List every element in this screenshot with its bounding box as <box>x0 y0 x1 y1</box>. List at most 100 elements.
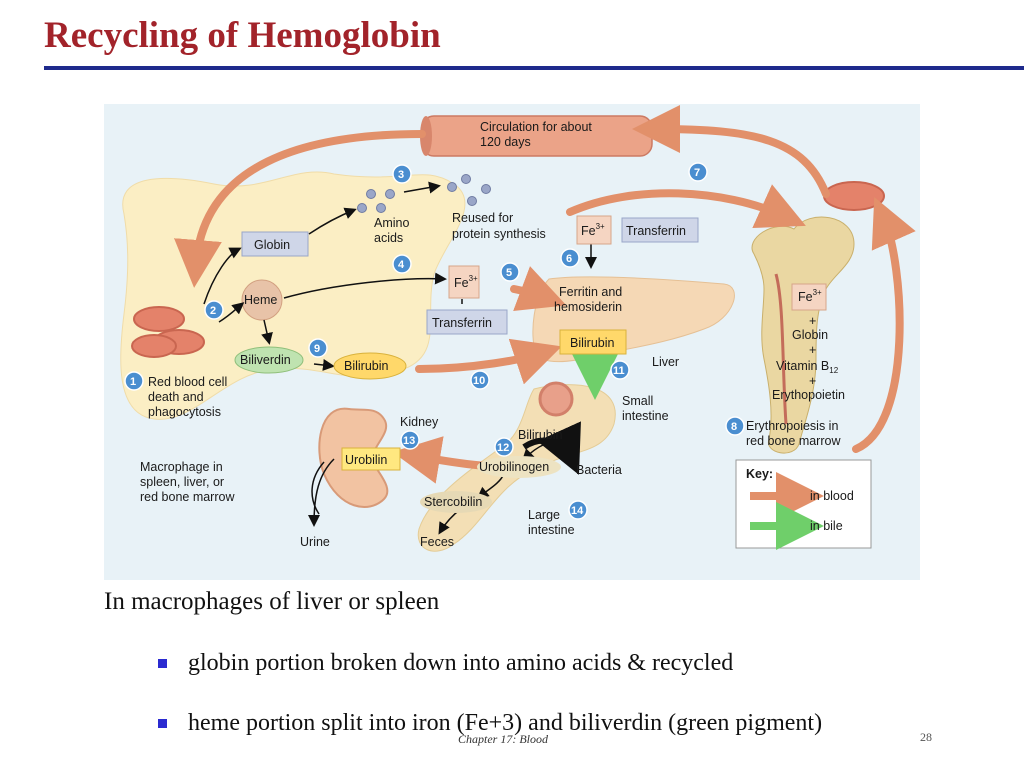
amino-acid-dots <box>357 174 491 213</box>
plus-1: + <box>809 314 816 328</box>
urobilin-box <box>341 447 401 471</box>
transferrin-box-macrophage <box>426 309 508 335</box>
bone-marrow <box>774 273 788 425</box>
svg-text:9: 9 <box>314 343 320 355</box>
bacteria-arrow <box>522 421 581 475</box>
fe-label-blood: Fe3+ <box>581 222 605 238</box>
svg-text:14: 14 <box>571 505 584 517</box>
amino-acids-label-2: acids <box>374 231 403 245</box>
svg-text:10: 10 <box>473 375 485 387</box>
step-badge-2: 2 <box>204 300 224 320</box>
macrophage-label-1: Macrophage in <box>140 460 223 474</box>
transferrin-box-blood <box>621 217 699 243</box>
bilirubin-label: Bilirubin <box>344 359 389 373</box>
plus-3: + <box>809 374 816 388</box>
svg-text:6: 6 <box>566 253 572 265</box>
blood-arrows <box>174 105 916 484</box>
key-blood-label: in blood <box>810 489 854 503</box>
step-badge-5: 5 <box>500 262 520 282</box>
erythropoiesis-label-1: Erythropoiesis in <box>746 419 838 433</box>
rbc-label-2: death and <box>148 390 204 404</box>
page-number: 28 <box>920 730 932 744</box>
heme-label: Heme <box>244 293 277 307</box>
step-badge-12: 12 <box>494 437 514 457</box>
urobilinogen-label: Urobilinogen <box>479 460 549 474</box>
reused-label-2: protein synthesis <box>452 227 546 241</box>
globin-label: Globin <box>254 238 290 252</box>
vitamin-label: Vitamin B12 <box>776 359 839 375</box>
fe-box-blood <box>576 215 612 245</box>
fe-box-macrophage <box>448 265 480 299</box>
svg-text:13: 13 <box>403 435 415 447</box>
hemoglobin-recycling-diagram: Circulation for about 120 days Globin Am… <box>104 104 920 580</box>
urobilin-label: Urobilin <box>345 453 387 467</box>
ferritin-label-1: Ferritin and <box>559 285 622 299</box>
small-intestine-label-1: Small <box>622 394 653 408</box>
large-intestine-label-1: Large <box>528 508 560 522</box>
erythropoietin-label: Erythopoietin <box>772 388 845 402</box>
slide-footer: Chapter 17: Blood <box>458 732 548 746</box>
plus-2: + <box>809 343 816 357</box>
fe-box-bone <box>791 283 827 311</box>
macrophage-label-2: spleen, liver, or <box>140 475 224 489</box>
large-intestine-label-2: intestine <box>528 523 575 537</box>
fe-label-macrophage: Fe3+ <box>454 274 478 290</box>
step-badge-13: 13 <box>400 430 420 450</box>
transferrin-label-macrophage: Transferrin <box>432 316 492 330</box>
circulation-label-2: 120 days <box>480 135 531 149</box>
step-badge-4: 4 <box>392 254 412 274</box>
rbc-circulating <box>823 181 885 211</box>
rbc-label-1: Red blood cell <box>148 375 227 389</box>
svg-text:3: 3 <box>398 169 404 181</box>
rbc-label-3: phagocytosis <box>148 405 221 419</box>
urine-label: Urine <box>300 535 330 549</box>
svg-text:12: 12 <box>497 442 509 454</box>
stercobilin-oval <box>420 491 492 513</box>
bullet-square-icon <box>158 719 167 728</box>
step-badge-10: 10 <box>470 370 490 390</box>
transferrin-label-blood: Transferrin <box>626 224 686 238</box>
svg-text:4: 4 <box>398 259 405 271</box>
rbc-dying <box>133 306 185 332</box>
macrophage-label-3: red bone marrow <box>140 490 235 504</box>
stercobilin-label: Stercobilin <box>424 495 482 509</box>
circulation-label-1: Circulation for about <box>480 120 592 134</box>
svg-text:8: 8 <box>731 421 737 433</box>
step-badge-9: 9 <box>308 338 328 358</box>
reused-label-1: Reused for <box>452 211 513 225</box>
amino-acids-label-1: Amino <box>374 216 409 230</box>
svg-text:5: 5 <box>506 267 512 279</box>
svg-text:7: 7 <box>694 167 700 179</box>
svg-text:1: 1 <box>130 376 136 388</box>
bullet-square-icon <box>158 659 167 668</box>
step-badge-14: 14 <box>568 500 588 520</box>
small-intestine-section <box>538 381 574 417</box>
step-badge-7: 7 <box>688 162 708 182</box>
key-bile-label: in bile <box>810 519 843 533</box>
key-title: Key: <box>746 467 773 481</box>
step-badge-1: 1 <box>124 371 144 391</box>
heme-molecule <box>241 279 283 321</box>
bullet-text: globin portion broken down into amino ac… <box>188 650 734 676</box>
biliverdin-oval <box>234 346 304 374</box>
svg-text:2: 2 <box>210 305 216 317</box>
slide-title: Recycling of Hemoglobin <box>44 15 441 56</box>
kidney-label: Kidney <box>400 415 439 429</box>
step-badge-11: 11 <box>610 360 630 380</box>
globin-box <box>241 231 309 257</box>
urobilinogen-oval <box>477 456 561 478</box>
bilirubin-liver-label: Bilirubin <box>570 336 615 350</box>
erythropoiesis-label-2: red bone marrow <box>746 434 841 448</box>
bacteria-label: Bacteria <box>576 463 622 477</box>
globin-bone-label: Globin <box>792 328 828 342</box>
step-badge-6: 6 <box>560 248 580 268</box>
small-intestine-label-2: intestine <box>622 409 669 423</box>
biliverdin-label: Biliverdin <box>240 353 291 367</box>
liver-label: Liver <box>652 355 679 369</box>
title-rule <box>44 66 1024 70</box>
caption: In macrophages of liver or spleen <box>104 588 440 615</box>
ferritin-label-2: hemosiderin <box>554 300 622 314</box>
bullet-text: heme portion split into iron (Fe+3) and … <box>188 710 823 736</box>
step-badge-3: 3 <box>392 164 412 184</box>
fe-label-bone: Fe3+ <box>798 288 822 304</box>
